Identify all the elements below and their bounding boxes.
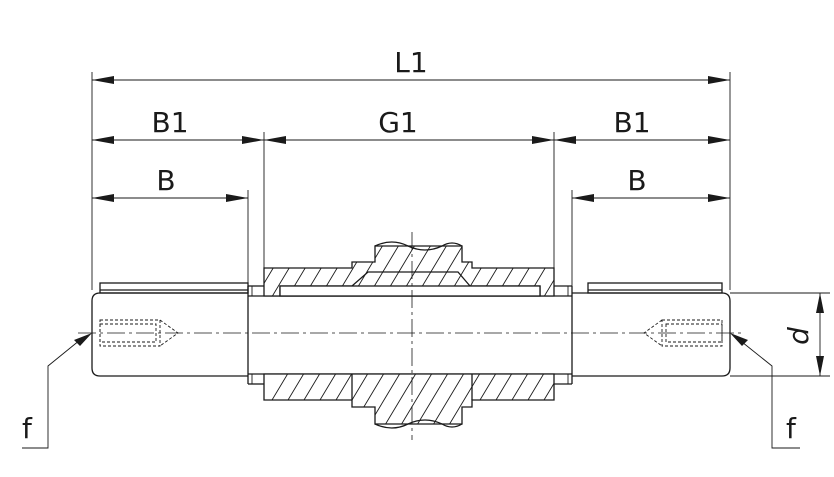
- leader-f-left: f: [22, 333, 92, 449]
- shaft: [91, 285, 731, 385]
- hub-section-top: [263, 245, 555, 297]
- gear-break-lines: [374, 241, 463, 429]
- key-right: [587, 282, 723, 294]
- label-d: d: [782, 327, 815, 345]
- key-left: [99, 282, 249, 294]
- label-B1-left: B1: [151, 106, 188, 139]
- dimension-B-left: B: [92, 164, 248, 202]
- label-B1-right: B1: [613, 106, 650, 139]
- label-G1: G1: [378, 106, 418, 139]
- label-L1: L1: [394, 46, 427, 79]
- extension-lines: [91, 72, 830, 377]
- dimension-B1-right: B1: [554, 106, 730, 144]
- keyways: [99, 282, 723, 294]
- dimension-L1: L1: [92, 46, 730, 84]
- center-lines: [78, 232, 742, 440]
- label-B-right: B: [627, 164, 646, 197]
- leader-f-right: f: [730, 333, 800, 449]
- dimension-B1-left: B1: [92, 106, 264, 144]
- label-f-left: f: [22, 412, 33, 445]
- dimension-G1: G1: [264, 106, 554, 144]
- label-f-right: f: [786, 412, 797, 445]
- tapped-hole-left: [99, 319, 179, 347]
- label-B-left: B: [156, 164, 175, 197]
- tapped-hole-right: [643, 319, 723, 347]
- dimension-B-right: B: [572, 164, 730, 202]
- dimension-d: d: [782, 293, 824, 376]
